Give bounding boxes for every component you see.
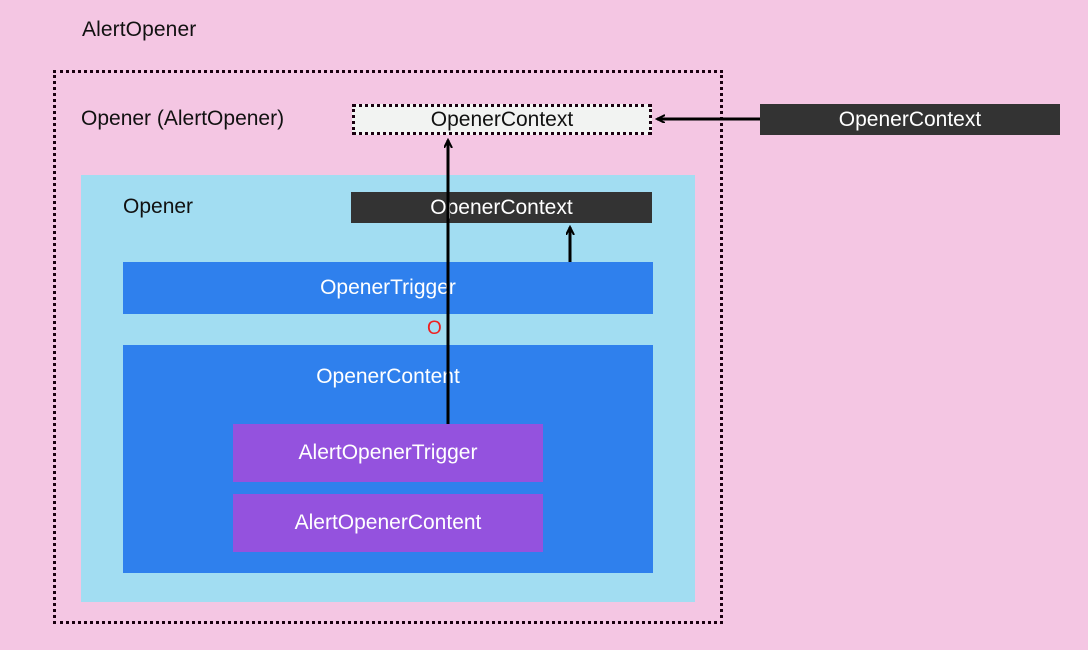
alert-opener-boundary <box>53 70 723 624</box>
opener-panel-label: Opener <box>123 195 194 218</box>
alert-opener-content-label: AlertOpenerContent <box>294 511 482 534</box>
opener-trigger-box: OpenerTrigger <box>123 262 653 314</box>
opener-alert-opener-label: Opener (AlertOpener) <box>81 107 285 130</box>
red-circle-marker: O <box>427 318 442 339</box>
opener-trigger-label: OpenerTrigger <box>320 276 456 299</box>
page-title: AlertOpener <box>82 18 197 41</box>
alert-opener-trigger-box: AlertOpenerTrigger <box>233 424 543 482</box>
opener-context-chip-external: OpenerContext <box>760 104 1060 135</box>
opener-panel: Opener OpenerContext OpenerTrigger Opene… <box>81 175 695 602</box>
opener-context-chip-inner: OpenerContext <box>351 192 652 223</box>
opener-content-box: OpenerContent AlertOpenerTrigger AlertOp… <box>123 345 653 573</box>
opener-context-chip-dashed: OpenerContext <box>352 104 652 135</box>
opener-context-chip-dashed-label: OpenerContext <box>430 107 574 131</box>
opener-context-chip-inner-label: OpenerContext <box>430 195 573 219</box>
opener-content-label: OpenerContent <box>316 365 460 388</box>
alert-opener-content-box: AlertOpenerContent <box>233 494 543 552</box>
opener-context-chip-external-label: OpenerContext <box>838 107 982 131</box>
alert-opener-trigger-label: AlertOpenerTrigger <box>298 441 478 464</box>
